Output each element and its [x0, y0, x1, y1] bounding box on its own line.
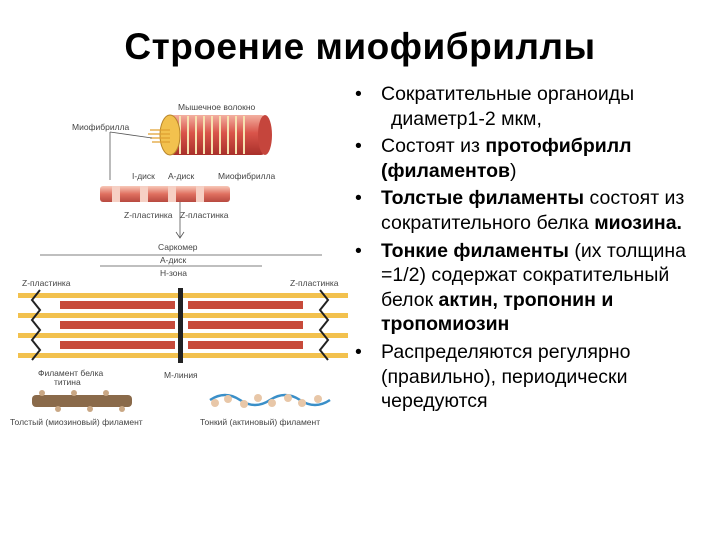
- z-plate-label-left: Z-пластинка: [22, 278, 71, 288]
- bullet-text: Толстые филаменты: [381, 187, 585, 210]
- thin-filament-illustration: [209, 393, 331, 408]
- bullet-text: миозина.: [594, 211, 682, 234]
- z-plate-label-top-left: Z-пластинка: [124, 210, 173, 220]
- bullet-dot: •: [355, 83, 362, 105]
- thick-filament-illustration: [32, 390, 132, 412]
- bullet-text: состоят из сократительного белка: [381, 187, 685, 234]
- bullet-text: Распределяются регулярно (правильно), пе…: [381, 340, 631, 413]
- bullet-dot: •: [355, 135, 362, 158]
- bullet-text: (их толщина =1/2) содержат сократительны…: [381, 239, 686, 311]
- a-disk-label-mid: А-диск: [160, 255, 186, 265]
- m-line-label: М-линия: [164, 370, 198, 380]
- i-disk-label: I-диск: [132, 171, 155, 181]
- thin-filament-label: Тонкий (актиновый) филамент: [200, 417, 320, 427]
- slide-title: Строение миофибриллы: [124, 26, 596, 67]
- titin-label-1: Филамент белка: [38, 368, 104, 378]
- bullet-text: Тонкие филаменты: [381, 239, 569, 262]
- z-plate-label-top-right: Z-пластинка: [180, 210, 229, 220]
- myofibril-diagram: Мышечное волокно Миофибрилла I-диск А-ди…: [10, 102, 348, 427]
- bullet-text: актин, тропонин и тропомиозин: [381, 288, 614, 336]
- bullet-dot: •: [355, 239, 362, 262]
- bullet-text: Сократительные органоиды: [381, 83, 635, 105]
- bullet-text: Состоят из: [381, 135, 486, 158]
- bullet-item: • Толстые филаменты состоят из сократител…: [352, 186, 717, 235]
- thick-filament-label: Толстый (миозиновый) филамент: [10, 417, 143, 427]
- bullet-text: протофибрилл (филаментов: [381, 135, 632, 182]
- myofibril-label-right: Миофибрилла: [218, 171, 276, 181]
- h-zone-label: Н-зона: [160, 268, 187, 278]
- myofibril-strip: [100, 186, 230, 202]
- bullet-item: • Состоят из протофибрилл (филаментов): [352, 134, 717, 183]
- bullet-subtext: диаметр1-2 мкм,: [391, 107, 542, 130]
- muscle-fiber-label: Мышечное волокно: [178, 102, 256, 112]
- bullet-dot: •: [355, 340, 362, 363]
- bullet-text: ): [510, 159, 517, 182]
- muscle-fiber-illustration: [148, 114, 272, 156]
- a-disk-label-top: А-диск: [168, 171, 194, 181]
- z-plate-label-right: Z-пластинка: [290, 278, 339, 288]
- sarcomere-label: Саркомер: [158, 242, 198, 252]
- bullet-item: • Тонкие филаменты (их толщина =1/2) соде…: [352, 239, 717, 337]
- titin-label-2: титина: [54, 377, 81, 387]
- bullet-item: • Распределяются регулярно (правильно), п…: [352, 340, 717, 414]
- bullet-dot: •: [355, 187, 362, 210]
- myofibril-label-left: Миофибрилла: [72, 122, 130, 132]
- sarcomere-filaments: [18, 288, 348, 363]
